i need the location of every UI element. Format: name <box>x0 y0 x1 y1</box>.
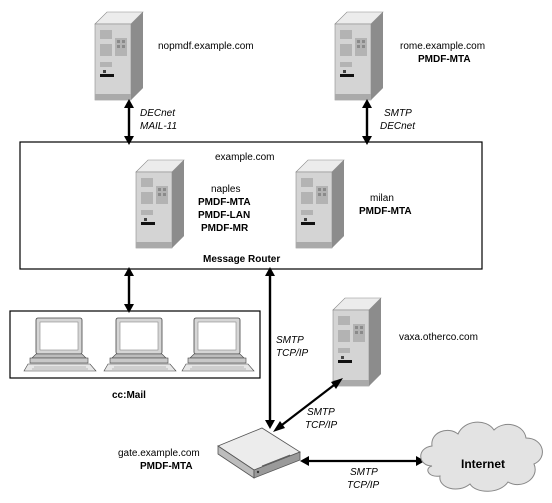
link-gate-internet-proto-2: TCP/IP <box>347 480 380 491</box>
arrowhead-up-icon <box>265 267 275 276</box>
arrowhead-down-icon <box>124 304 134 313</box>
link-router-gate-proto-1: SMTP <box>276 335 304 346</box>
server-icon-milan <box>295 159 345 249</box>
naples-host-label: naples <box>211 184 240 195</box>
link-gate-internet-proto-1: SMTP <box>350 467 378 478</box>
server-icon-rome <box>334 11 384 101</box>
server-icon-nopmdf <box>94 11 144 101</box>
arrowhead-up-icon <box>124 267 134 276</box>
gate-host-label: gate.example.com <box>118 448 200 459</box>
link-rome-proto-1: SMTP <box>384 108 412 119</box>
internet-label: Internet <box>461 457 505 471</box>
vaxa-host-label: vaxa.otherco.com <box>399 332 478 343</box>
computer-icon-1 <box>23 317 97 372</box>
link-nopmdf-proto-1: DECnet <box>140 108 176 119</box>
domain-box <box>19 141 483 270</box>
milan-role-label: PMDF-MTA <box>359 206 412 217</box>
arrowhead-left-icon <box>273 421 285 432</box>
ccmail-box <box>9 310 261 379</box>
link-nopmdf-proto-2: MAIL-11 <box>140 121 177 132</box>
naples-role-2: PMDF-LAN <box>198 210 250 221</box>
ccmail-label: cc:Mail <box>112 390 146 401</box>
internet-cloud-icon <box>420 421 543 492</box>
gate-role-label: PMDF-MTA <box>140 461 193 472</box>
arrowhead-down-icon <box>265 420 275 429</box>
arrowhead-right-icon <box>416 456 425 466</box>
arrowhead-up-icon <box>362 99 372 108</box>
arrowhead-down-icon <box>124 136 134 145</box>
link-vaxa-gate-proto-2: TCP/IP <box>305 420 338 431</box>
computer-icon-2 <box>103 317 177 372</box>
milan-host-label: milan <box>370 193 394 204</box>
arrowhead-up-icon <box>124 99 134 108</box>
gateway-device-icon <box>217 427 301 479</box>
link-vaxa-gate-proto-1: SMTP <box>307 407 335 418</box>
server-icon-vaxa <box>332 297 382 387</box>
link-rome-proto-2: DECnet <box>380 121 416 132</box>
link-vaxa-gate <box>277 381 339 429</box>
message-router-label: Message Router <box>203 254 280 265</box>
arrowhead-down-icon <box>362 136 372 145</box>
link-router-gate-proto-2: TCP/IP <box>276 348 309 359</box>
arrowhead-right-icon <box>331 378 343 389</box>
server-icon-naples <box>135 159 185 249</box>
nopmdf-host-label: nopmdf.example.com <box>158 41 254 52</box>
arrowhead-left-icon <box>300 456 309 466</box>
naples-role-3: PMDF-MR <box>201 223 249 234</box>
rome-role-label: PMDF-MTA <box>418 54 471 65</box>
domain-title: example.com <box>215 152 274 163</box>
rome-host-label: rome.example.com <box>400 41 485 52</box>
naples-role-1: PMDF-MTA <box>198 197 251 208</box>
computer-icon-3 <box>181 317 255 372</box>
